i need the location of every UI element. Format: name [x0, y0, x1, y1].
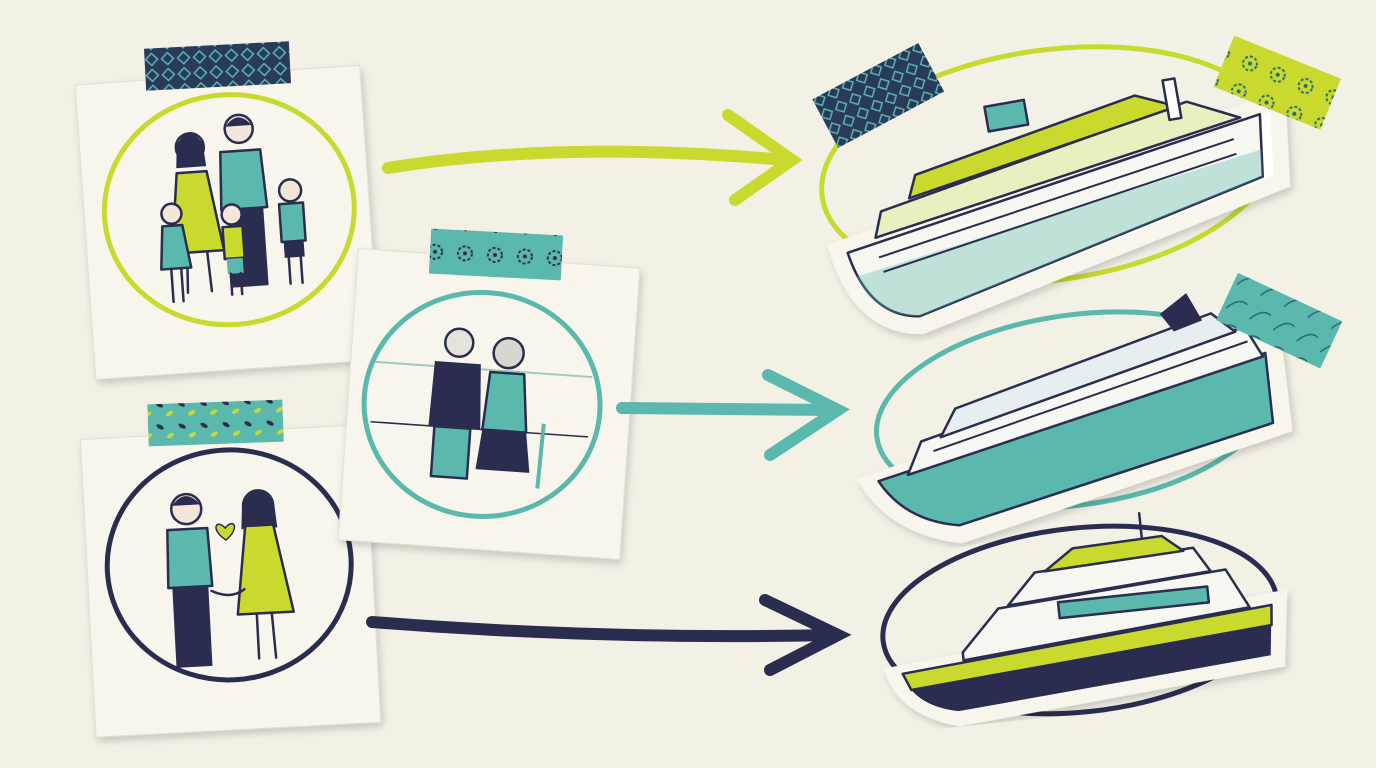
washi-tape-icon	[147, 399, 284, 447]
washi-tape-icon	[812, 42, 945, 148]
couple-heart-icon	[166, 489, 295, 668]
washi-tape-icon	[1213, 35, 1341, 130]
senior-couple-icon	[370, 327, 593, 489]
cruise-ship-icon	[856, 293, 1293, 544]
family-icon	[160, 113, 307, 304]
family-card	[74, 64, 381, 380]
yacht-icon	[883, 511, 1288, 727]
washi-tape-icon	[143, 41, 291, 91]
washi-tape-icon	[428, 228, 564, 281]
washi-tape-icon	[1216, 272, 1343, 369]
senior-couple-card	[337, 247, 641, 560]
cruise-ship-icon	[827, 77, 1291, 335]
arrow-icon	[366, 594, 852, 676]
arrow-icon	[382, 109, 803, 206]
arrow-icon	[616, 369, 850, 461]
young-couple-card	[79, 424, 382, 738]
